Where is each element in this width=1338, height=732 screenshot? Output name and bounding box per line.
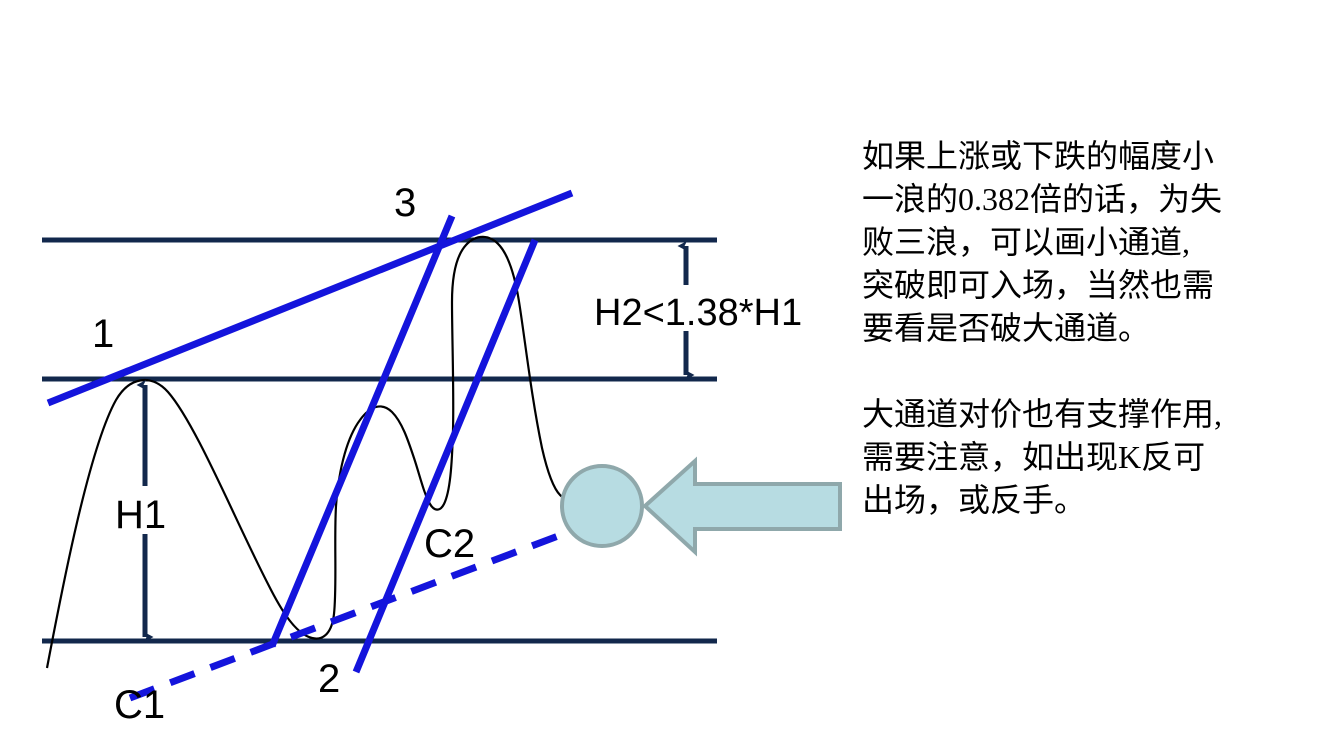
big-channel-dashed-line-c1 [128,529,568,702]
shallow-ascending-trendline [46,189,574,407]
h1-label: H1 [115,493,166,537]
note-paragraph-2: 大通道对价也有支撑作用, 需要注意，如出现K反可 出场，或反手。 [862,396,1223,518]
callout-left-arrow-icon [642,456,842,557]
h2-label: H2<1.38*H1 [594,292,802,334]
wave-point-1-label: 1 [92,312,114,356]
h2-label-mask [592,285,808,331]
channel-c1-label: C1 [114,683,165,727]
small-channel-lower-line [352,238,539,674]
small-channel-upper-line [268,214,456,648]
wave-point-3-label: 3 [394,181,416,225]
wave-point-2-label: 2 [318,657,340,701]
h1-label-mask [112,486,184,534]
notes-panel: 如果上涨或下跌的幅度小 一浪的0.382倍的话，为失 败三浪，可以画小通道, 突… [862,135,1324,522]
price-curve [45,235,587,669]
note-paragraph-1: 如果上涨或下跌的幅度小 一浪的0.382倍的话，为失 败三浪，可以画小通道, 突… [862,138,1223,346]
channel-c2-label: C2 [424,522,475,566]
highlight-circle [560,464,644,548]
